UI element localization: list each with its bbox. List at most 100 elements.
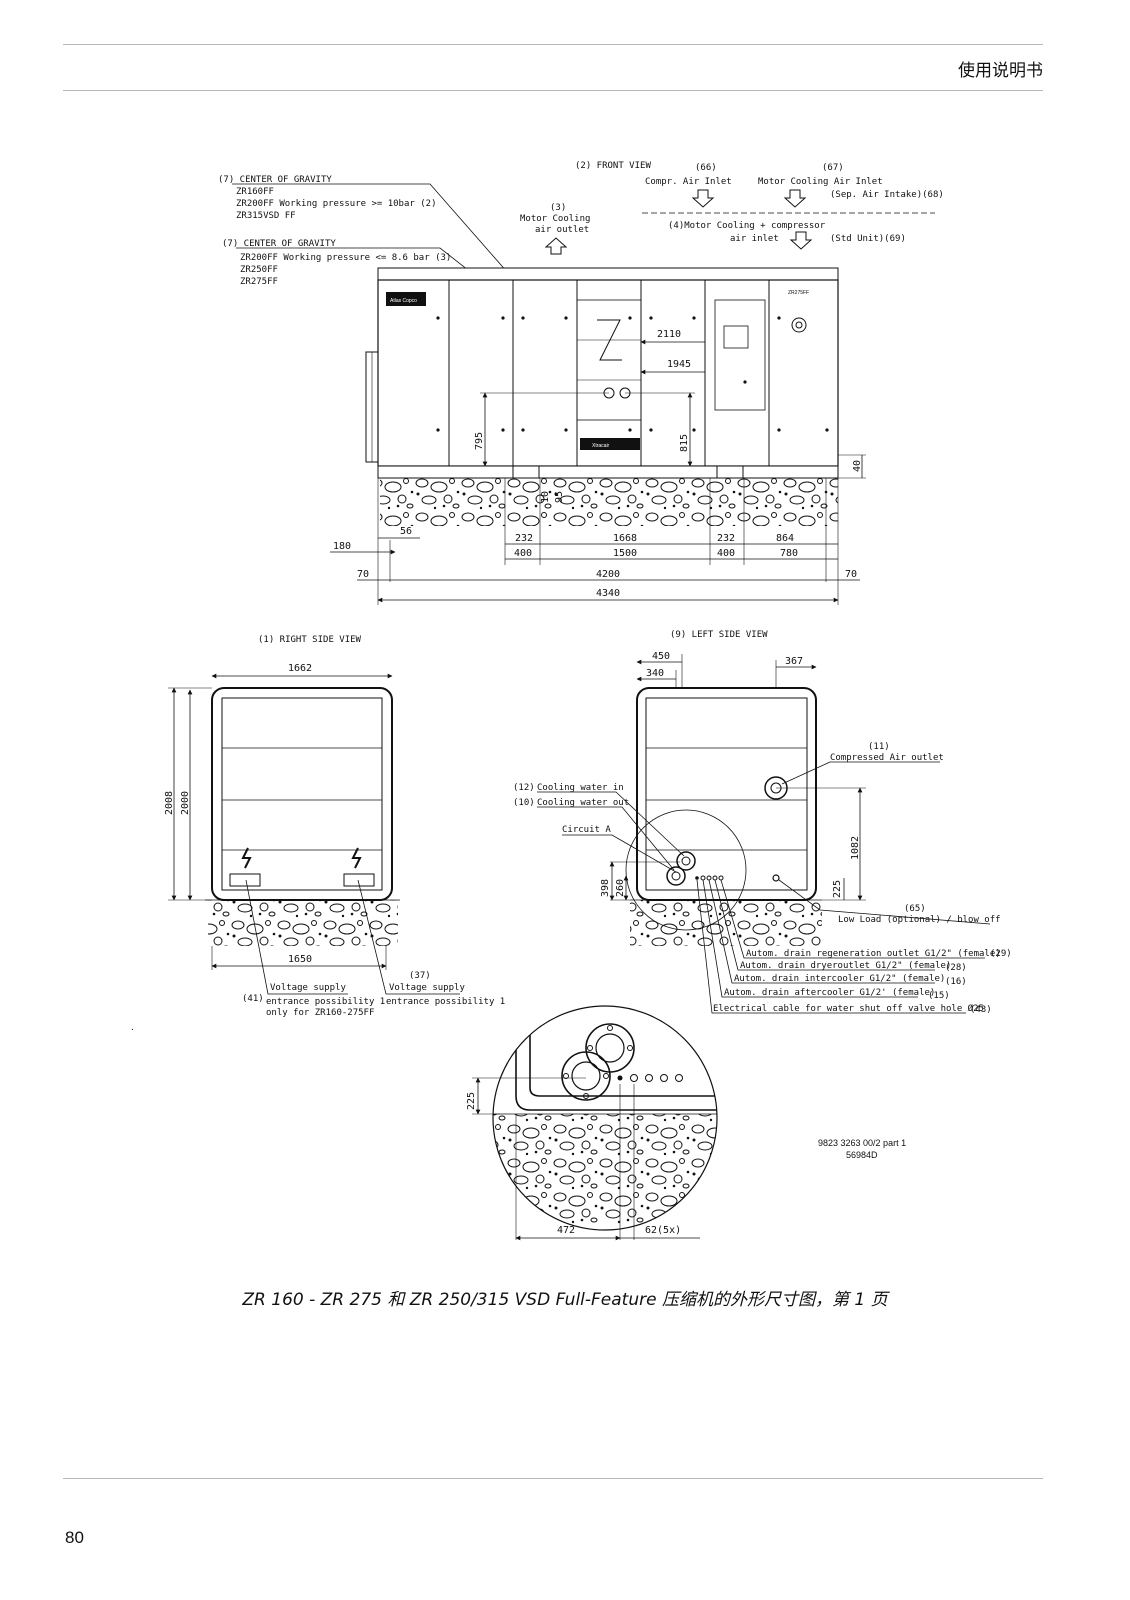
drain-16-label: Autom. drain intercooler G1/2" (female) xyxy=(734,974,945,984)
dim-4340: 4340 xyxy=(596,588,620,599)
drain-43-label: Electrical cable for water shut off valv… xyxy=(713,1003,984,1014)
voltage-icon-2 xyxy=(351,847,362,869)
drain-43-num: (43) xyxy=(970,1005,992,1015)
brand-right: ZR275FF xyxy=(788,290,809,296)
detail-view: 225 472 62(5x) xyxy=(466,1005,718,1241)
motor-outlet-num: (3) xyxy=(550,203,566,213)
drain-29-label: Autom. drain regeneration outlet G1/2" (… xyxy=(746,949,1001,959)
motor-outlet-l2: air outlet xyxy=(535,225,589,235)
drain-29-num: (29) xyxy=(990,949,1012,959)
dim-2110: 2110 xyxy=(657,329,681,340)
dim-260: 260 xyxy=(615,879,626,897)
dim-367: 367 xyxy=(785,656,803,667)
dim-70-b: 70 xyxy=(845,569,857,580)
water12-label: Cooling water in xyxy=(537,783,624,793)
dim-225-detail: 225 xyxy=(466,1092,477,1110)
drain-28-label: Autom. drain dryeroutlet G1/2" (female) xyxy=(740,961,951,971)
voltage-icon-1 xyxy=(241,847,252,869)
drawing-ref-1: 9823 3263 00/2 part 1 xyxy=(818,1138,906,1148)
header-rule-top xyxy=(63,44,1043,45)
page-number: 80 xyxy=(65,1528,84,1547)
lowload-num: (65) xyxy=(904,904,926,914)
dim-1650: 1650 xyxy=(288,954,312,965)
voltage2-l1: Voltage supply xyxy=(389,983,465,993)
cog1-line1: ZR160FF xyxy=(236,187,274,197)
inlet67-sep: (Sep. Air Intake)(68) xyxy=(830,190,944,200)
outlet-arrow-icon xyxy=(544,237,568,255)
water10-num: (10) xyxy=(513,798,535,808)
front-view-title: (2) FRONT VIEW xyxy=(575,161,651,171)
brand-logo-center xyxy=(580,438,640,450)
voltage1-l3: only for ZR160-275FF xyxy=(266,1008,374,1018)
dim-4200: 4200 xyxy=(596,569,620,580)
left-side-view: (9) LEFT SIDE VIEW 450 340 367 108 xyxy=(513,630,1012,1015)
inlet4-l3: (Std Unit)(69) xyxy=(830,234,906,244)
drain-16-num: (16) xyxy=(945,977,967,987)
lowload-label: Low Load (optional) / blow off xyxy=(838,915,1001,925)
outlet11-label: Compressed Air outlet xyxy=(830,753,944,763)
dim-795: 795 xyxy=(474,432,485,450)
num-37: (37) xyxy=(409,971,431,981)
dim-56: 56 xyxy=(400,526,412,537)
dim-180: 180 xyxy=(333,541,351,552)
dim-2000: 2000 xyxy=(180,791,191,815)
right-foundation xyxy=(208,900,398,946)
inlet4-l2: air inlet xyxy=(730,234,779,244)
inlet66-num: (66) xyxy=(695,163,717,173)
front-view: (2) FRONT VIEW (7) CENTER OF GRAVITY ZR1… xyxy=(218,161,944,605)
cog2-line1: ZR200FF Working pressure <= 8.6 bar (3) xyxy=(240,253,451,263)
dim-2008: 2008 xyxy=(164,791,175,815)
dim-1662: 1662 xyxy=(288,663,312,674)
drawing-ref-2: 56984D xyxy=(846,1150,878,1160)
right-side-view: (1) RIGHT SIDE VIEW 1662 2008 2000 1650 … xyxy=(164,635,505,1018)
num-41: (41) xyxy=(242,994,264,1004)
footer-rule xyxy=(63,1478,1043,1479)
drain-15-label: Autom. drain aftercooler G1/2' (female) xyxy=(724,988,935,998)
drain-28-num: (28) xyxy=(945,963,967,973)
inlet67-label: Motor Cooling Air Inlet xyxy=(758,177,883,187)
voltage1-l1: Voltage supply xyxy=(270,983,346,993)
water12-num: (12) xyxy=(513,783,535,793)
dim-815: 815 xyxy=(679,434,690,452)
dim-95: 95 xyxy=(554,491,565,503)
dim-1945: 1945 xyxy=(667,359,691,370)
dim-225-left: 225 xyxy=(832,880,843,898)
motor-outlet-l1: Motor Cooling xyxy=(520,214,590,224)
voltage1-l2: entrance possibility 1 xyxy=(266,997,385,1007)
inlet66-label: Compr. Air Inlet xyxy=(645,177,732,187)
dim-10: 10 xyxy=(540,491,551,503)
dim-400-a: 400 xyxy=(514,548,532,559)
dim-1500: 1500 xyxy=(613,548,637,559)
dim-450: 450 xyxy=(652,651,670,662)
cog2-line3: ZR275FF xyxy=(240,277,278,287)
front-foundation xyxy=(380,478,838,526)
cog2-line2: ZR250FF xyxy=(240,265,278,275)
figure-caption: ZR 160 - ZR 275 和 ZR 250/315 VSD Full-Fe… xyxy=(242,1290,888,1310)
inlet66-arrow-icon xyxy=(691,189,715,208)
dim-62x5: 62(5x) xyxy=(645,1225,681,1236)
cog1-line3: ZR315VSD FF xyxy=(236,211,296,221)
dim-472: 472 xyxy=(557,1225,575,1236)
right-view-title: (1) RIGHT SIDE VIEW xyxy=(258,635,362,645)
circuit-label: Circuit A xyxy=(562,825,611,835)
svg-text:.: . xyxy=(130,1023,135,1032)
voltage2-l2: entrance possibility 1 xyxy=(386,997,505,1007)
outlet11-num: (11) xyxy=(868,742,890,752)
dim-232-a: 232 xyxy=(515,533,533,544)
brand-center: Xtracair xyxy=(592,443,610,449)
dim-780: 780 xyxy=(780,548,798,559)
inlet67-num: (67) xyxy=(822,163,844,173)
header-rule-bottom xyxy=(63,90,1043,91)
inlet4-arrow-icon xyxy=(789,231,813,250)
dim-1082: 1082 xyxy=(850,836,861,860)
inlet4-l1: (4)Motor Cooling + compressor xyxy=(668,221,826,231)
cog1-title: (7) CENTER OF GRAVITY xyxy=(218,175,332,185)
left-view-title: (9) LEFT SIDE VIEW xyxy=(670,630,768,640)
header-title: 使用说明书 xyxy=(958,61,1043,81)
drain-15-num: (15) xyxy=(928,991,950,1001)
dim-232-b: 232 xyxy=(717,533,735,544)
water10-label: Cooling water out xyxy=(537,798,629,808)
dim-400-b: 400 xyxy=(717,548,735,559)
dim-70-a: 70 xyxy=(357,569,369,580)
